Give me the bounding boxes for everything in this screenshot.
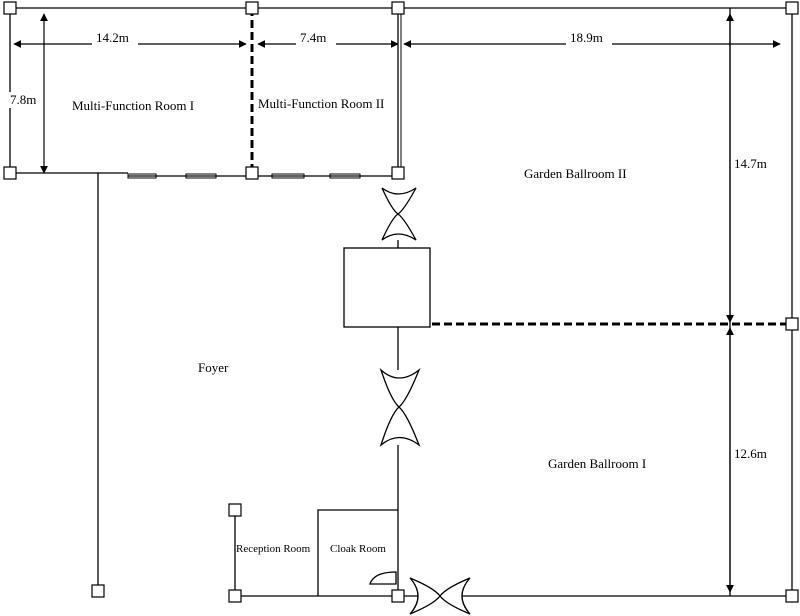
- column: [391, 1, 405, 15]
- room-label-multi-function-2: Multi-Function Room II: [258, 96, 384, 111]
- room-label-garden-ballroom-1: Garden Ballroom I: [548, 456, 646, 471]
- column: [3, 1, 17, 15]
- room-label-reception-room: Reception Room: [236, 543, 311, 555]
- double-door-icon: [379, 367, 421, 408]
- room-label-cloak-room: Cloak Room: [330, 543, 386, 555]
- column: [228, 589, 242, 603]
- doors: [369, 187, 471, 615]
- dim-gb2-depth: 14.7m: [734, 156, 767, 171]
- door-swing-icon: [369, 571, 397, 585]
- column: [228, 503, 242, 517]
- column: [391, 166, 405, 180]
- columns: [3, 1, 799, 603]
- walls: [9, 7, 793, 597]
- dim-mfr2-width: 7.4m: [300, 30, 326, 45]
- column: [91, 584, 105, 598]
- dim-mfr1-width: 14.2m: [96, 30, 129, 45]
- room-label-garden-ballroom-2: Garden Ballroom II: [524, 166, 627, 181]
- double-door-icon: [381, 187, 417, 215]
- dimension-labels: 14.2m 7.4m 18.9m 7.8m 14.7m 12.6m: [8, 30, 776, 462]
- column: [785, 1, 799, 15]
- partitions: [250, 8, 792, 326]
- room-labels: Multi-Function Room I Multi-Function Roo…: [72, 96, 646, 555]
- room-label-multi-function-1: Multi-Function Room I: [72, 98, 194, 113]
- double-door-icon: [409, 577, 441, 615]
- column: [245, 1, 259, 15]
- dim-mfr-depth: 7.8m: [10, 92, 36, 107]
- dim-gb1-depth: 12.6m: [734, 446, 767, 461]
- column: [785, 317, 799, 331]
- room-label-foyer: Foyer: [198, 360, 229, 375]
- column: [391, 589, 405, 603]
- column: [3, 166, 17, 180]
- dim-gb-width: 18.9m: [570, 30, 603, 45]
- column: [785, 589, 799, 603]
- column: [245, 166, 259, 180]
